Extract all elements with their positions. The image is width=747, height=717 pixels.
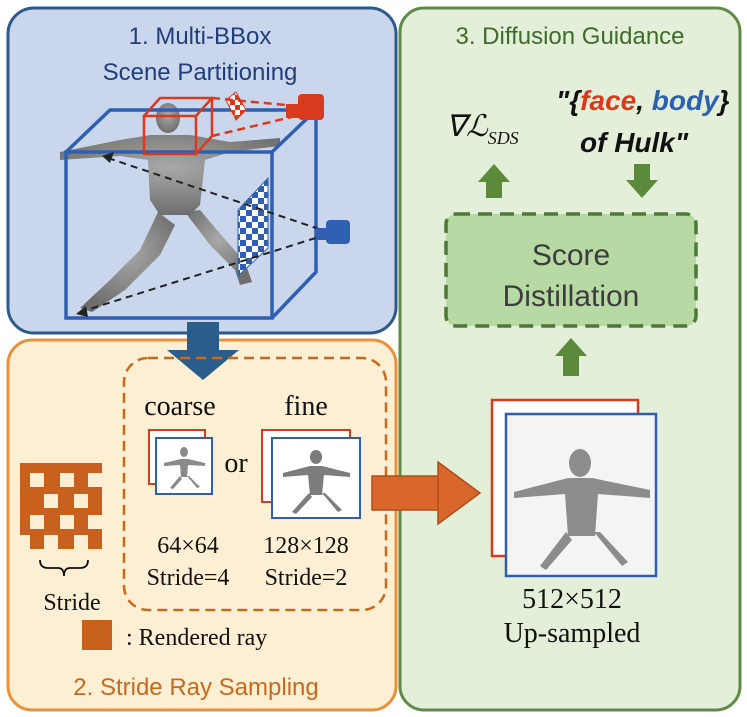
head-camera	[211, 91, 324, 138]
coarse-render-thumbnail	[148, 429, 213, 495]
stride-pattern	[20, 463, 102, 549]
panel-diffusion-guidance: 3. Diffusion Guidance ∇ℒSDS "{face, body…	[398, 6, 742, 712]
fine-label: fine	[284, 391, 328, 422]
stride-label: Stride	[43, 590, 100, 616]
sds-gradient-label: ∇ℒSDS	[446, 110, 519, 148]
coarse-stride: Stride=4	[147, 565, 230, 591]
panel-scene-partitioning: 1. Multi-BBox Scene Partitioning	[6, 6, 398, 335]
coarse-label: coarse	[144, 391, 216, 422]
output-label: Up-sampled	[504, 618, 641, 649]
rendered-ray-legend-text: : Rendered ray	[126, 625, 267, 651]
stride-brace	[39, 559, 89, 577]
gradient-up-arrow	[478, 164, 510, 198]
fine-stride: Stride=2	[265, 565, 348, 591]
rendered-ray-legend-swatch	[82, 620, 112, 650]
prompt-down-arrow	[626, 164, 658, 198]
score-line1: Score	[532, 239, 610, 272]
output-size: 512×512	[522, 584, 622, 615]
score-line2: Distillation	[503, 280, 640, 313]
or-label: or	[224, 448, 248, 479]
upsampled-render	[490, 398, 658, 578]
render-up-arrow	[555, 338, 587, 376]
body-camera	[76, 152, 350, 317]
coarse-size: 64×64	[157, 533, 219, 559]
panel1-title-line2: Scene Partitioning	[103, 59, 298, 86]
human-figure	[60, 103, 280, 312]
text-prompt-line1: "{face, body}	[556, 85, 730, 116]
panel3-title: 3. Diffusion Guidance	[455, 23, 684, 50]
fine-size: 128×128	[263, 533, 349, 559]
fine-render-thumbnail	[261, 429, 361, 519]
panel1-title-line1: 1. Multi-BBox	[129, 23, 272, 50]
text-prompt-line2: of Hulk"	[580, 127, 689, 158]
to-upsample-arrow	[371, 460, 482, 526]
score-distillation-box	[444, 212, 698, 328]
panel2-title: 2. Stride Ray Sampling	[73, 674, 318, 701]
panel-stride-ray-sampling: coarse fine or 64×64 S	[6, 322, 398, 712]
